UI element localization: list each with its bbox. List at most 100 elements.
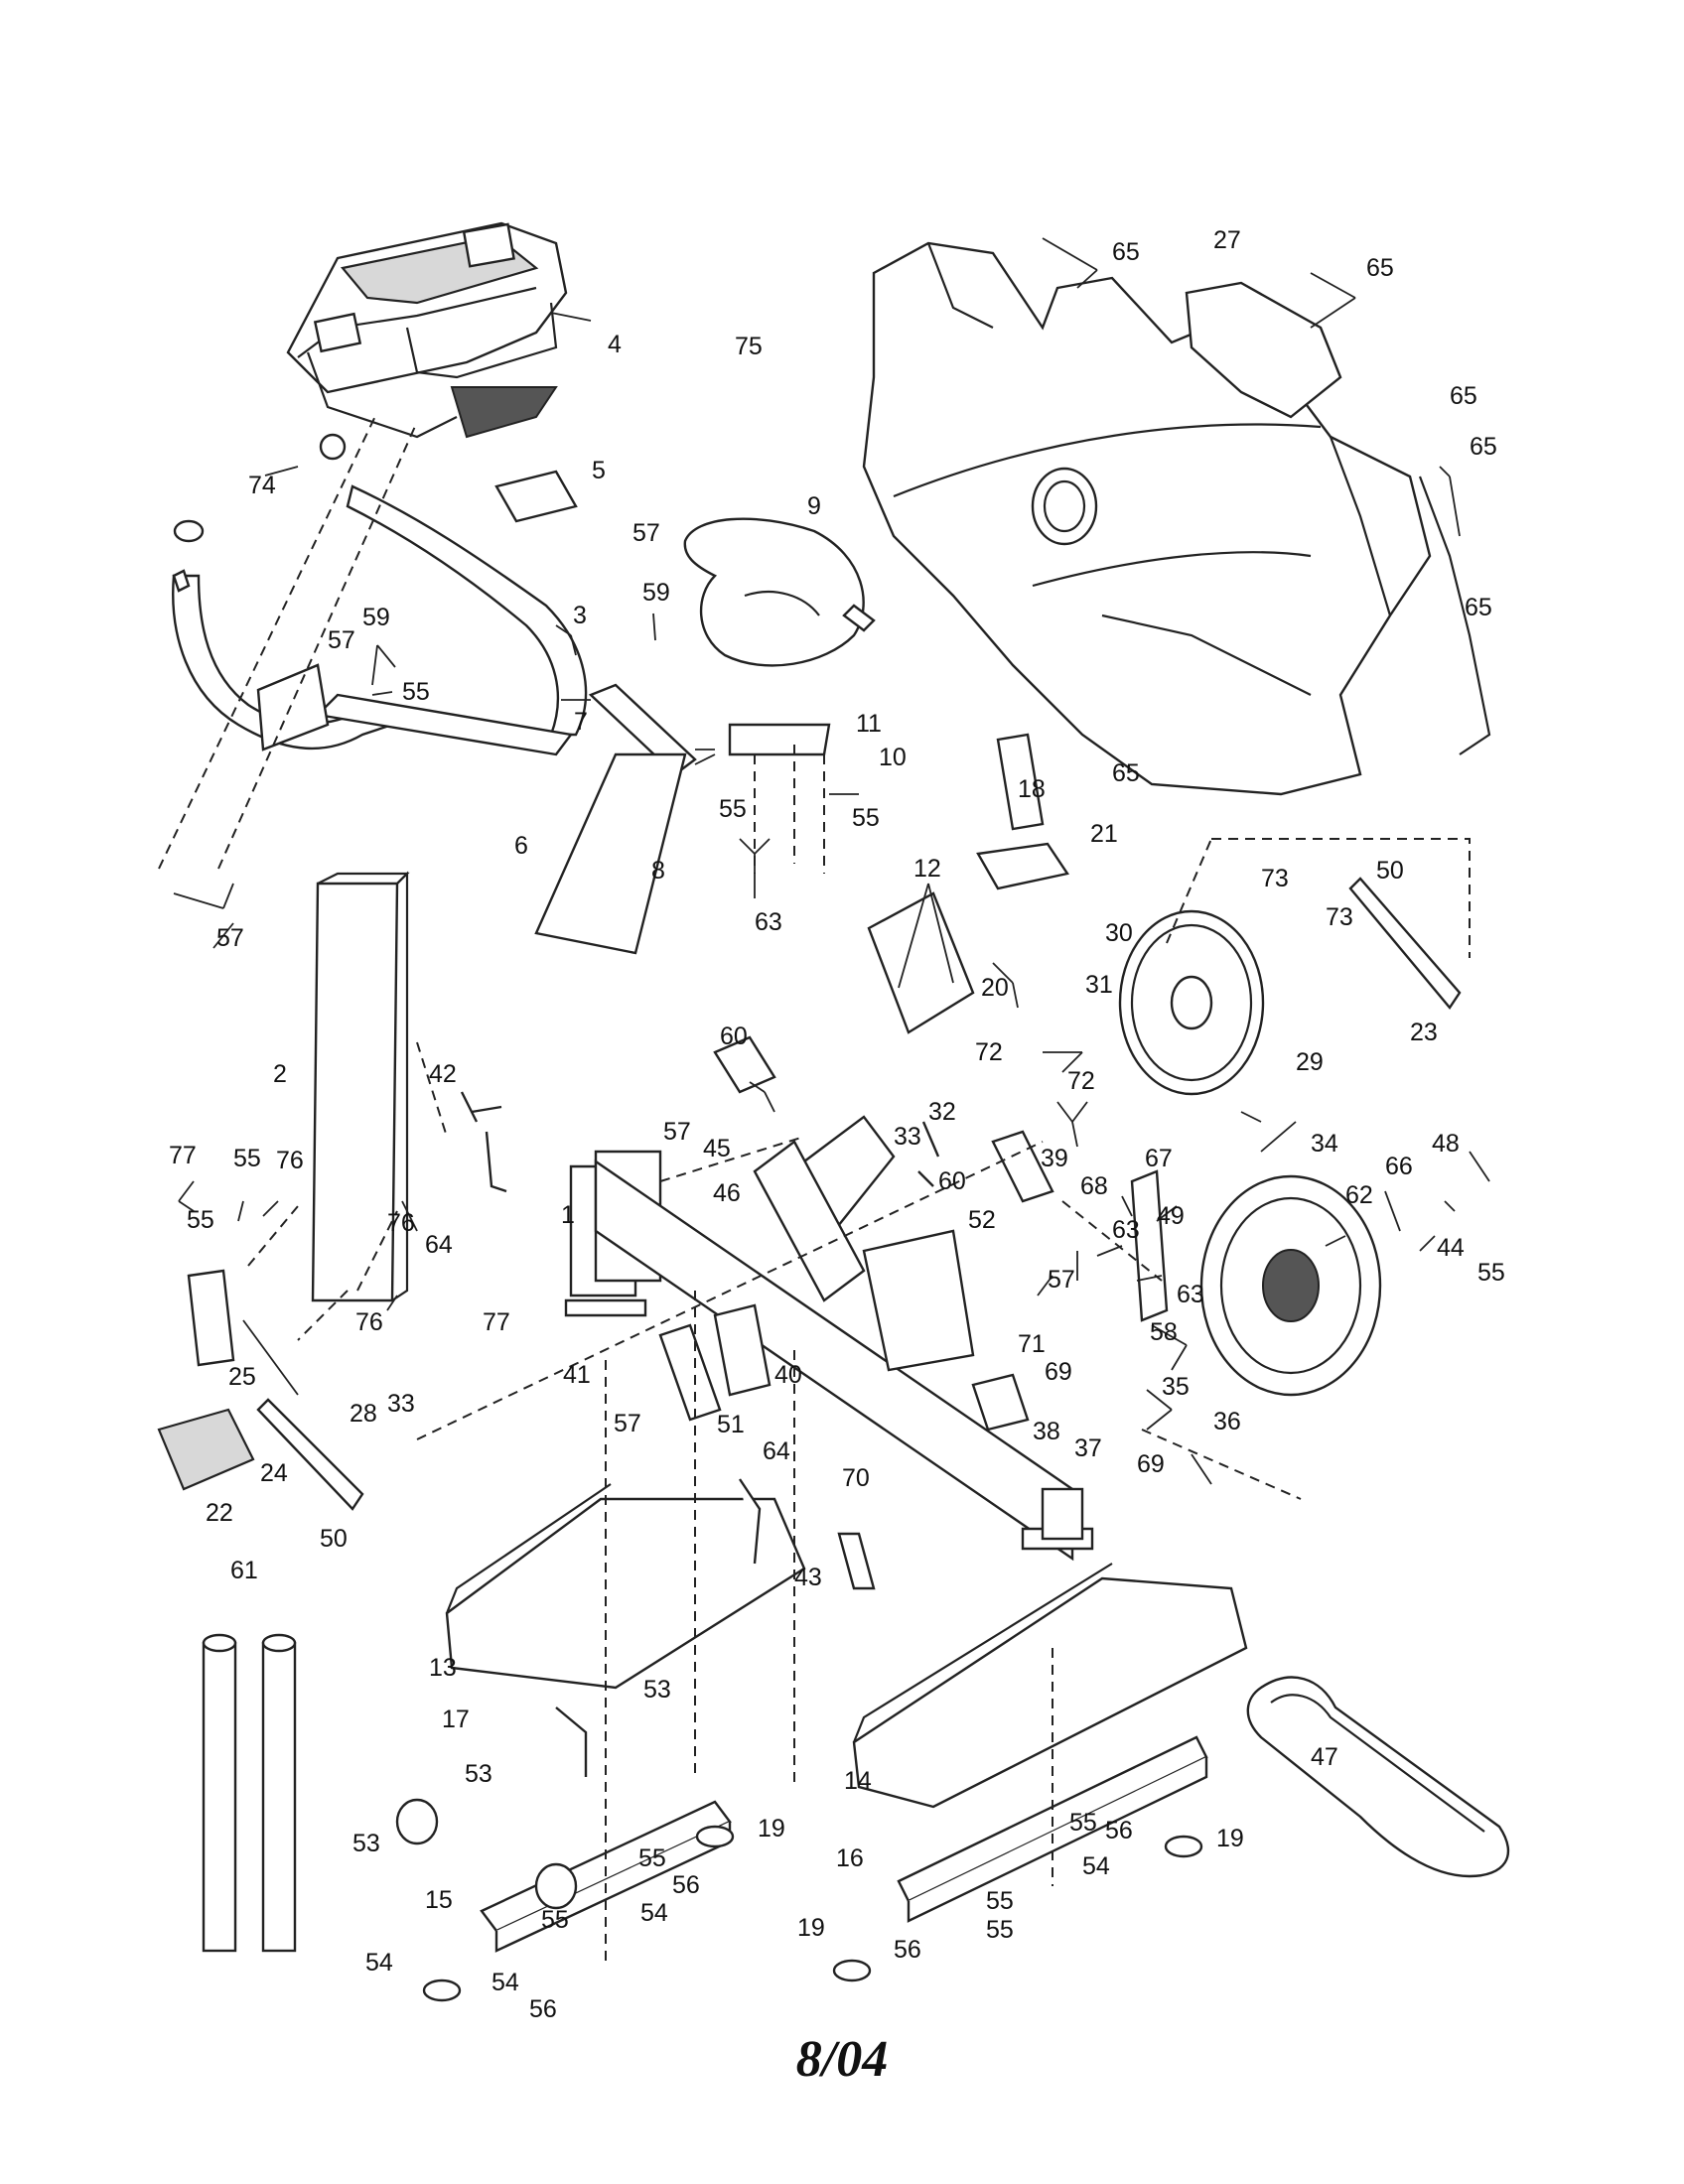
callout-label: 33: [387, 1390, 415, 1418]
callout-label: 56: [529, 1995, 557, 2023]
callout-label: 47: [1311, 1743, 1338, 1771]
callout-label: 55: [233, 1145, 261, 1172]
frame-part: [564, 1115, 1094, 1562]
callout-label: 54: [1082, 1852, 1110, 1880]
callout-label: 4: [608, 331, 622, 358]
callout-label: 1: [561, 1201, 575, 1229]
callout-label: 72: [1067, 1067, 1095, 1095]
callout-label: 37: [1074, 1434, 1102, 1462]
callout-label: 2: [273, 1060, 287, 1088]
callout-label: 34: [1311, 1130, 1338, 1158]
callout-label: 62: [1345, 1181, 1373, 1209]
callout-label: 65: [1470, 433, 1497, 461]
callout-label: 24: [260, 1459, 288, 1487]
drive-belt-part: [1246, 1676, 1510, 1878]
callout-label: 7: [574, 708, 588, 736]
callout-label: 51: [717, 1411, 745, 1438]
callout-label: 48: [1432, 1130, 1460, 1158]
callout-label: 19: [797, 1914, 825, 1942]
callout-label: 12: [913, 855, 941, 883]
side-shroud-parts: [862, 241, 1491, 796]
callout-label: 28: [350, 1400, 377, 1428]
callout-label: 53: [643, 1676, 671, 1704]
callout-label: 65: [1366, 254, 1394, 282]
callout-label: 13: [429, 1654, 457, 1682]
callout-label: 17: [442, 1706, 470, 1733]
callout-label: 52: [968, 1206, 996, 1234]
callout-label: 57: [663, 1118, 691, 1146]
callout-labels: 65 27 65 65 65 65 65 4 75 5 57 74 9 3 59…: [169, 226, 1505, 2023]
callout-label: 49: [1157, 1202, 1185, 1230]
callout-label: 73: [1326, 903, 1353, 931]
callout-label: 65: [1112, 759, 1140, 787]
callout-label: 74: [248, 472, 276, 499]
callout-label: 55: [986, 1887, 1014, 1915]
callout-label: 57: [614, 1410, 641, 1437]
callout-label: 66: [1385, 1153, 1413, 1180]
callout-label: 27: [1213, 226, 1241, 254]
callout-label: 55: [402, 678, 430, 706]
callout-label: 72: [975, 1038, 1003, 1066]
callout-label: 18: [1018, 775, 1046, 803]
callout-label: 36: [1213, 1408, 1241, 1435]
console-part: [286, 221, 568, 439]
callout-label: 44: [1437, 1234, 1465, 1262]
callout-label: 71: [1018, 1330, 1046, 1358]
callout-label: 41: [563, 1361, 591, 1389]
callout-label: 77: [169, 1142, 197, 1169]
callout-label: 43: [794, 1564, 822, 1591]
flywheel-and-pulley-parts: [1118, 909, 1382, 1397]
callout-label: 40: [774, 1361, 802, 1389]
callout-label: 54: [491, 1969, 519, 1996]
callout-label: 76: [276, 1147, 304, 1174]
callout-label: 38: [1033, 1418, 1060, 1445]
callout-label: 55: [1477, 1259, 1505, 1287]
callout-label: 8: [651, 857, 665, 885]
handle-tube-parts: [202, 1633, 297, 1953]
callout-label: 50: [1376, 857, 1404, 885]
callout-label: 64: [425, 1231, 453, 1259]
callout-label: 25: [228, 1363, 256, 1391]
callout-label: 65: [1450, 382, 1477, 410]
callout-label: 56: [1105, 1817, 1133, 1844]
callout-label: 58: [1150, 1318, 1178, 1346]
callout-label: 3: [573, 602, 587, 629]
callout-label: 15: [425, 1886, 453, 1914]
callout-label: 57: [632, 519, 660, 547]
seat-parts: [534, 517, 865, 955]
explosion-lines: [158, 411, 1471, 1966]
callout-label: 22: [206, 1499, 233, 1527]
callout-label: 53: [352, 1830, 380, 1857]
callout-label: 55: [1069, 1809, 1097, 1837]
callout-label: 31: [1085, 971, 1113, 999]
callout-label: 55: [541, 1906, 569, 1934]
callout-label: 11: [856, 710, 882, 738]
callout-label: 55: [638, 1844, 666, 1872]
callout-label: 39: [1041, 1145, 1068, 1172]
callout-label: 35: [1162, 1373, 1190, 1401]
hardware-parts: [173, 433, 1203, 2002]
revision-date: 8/04: [795, 2031, 889, 2088]
callout-label: 68: [1080, 1172, 1108, 1200]
callout-label: 65: [1465, 594, 1492, 621]
callout-label: 67: [1145, 1145, 1173, 1172]
callout-label: 23: [1410, 1019, 1438, 1046]
callout-label: 64: [763, 1437, 790, 1465]
callout-label: 55: [187, 1206, 214, 1234]
callout-label: 65: [1112, 238, 1140, 266]
callout-label: 20: [981, 974, 1009, 1002]
callout-label: 42: [429, 1060, 457, 1088]
callout-label: 77: [483, 1308, 510, 1336]
callout-label: 59: [362, 604, 390, 631]
callout-label: 5: [592, 457, 606, 484]
callout-label: 45: [703, 1135, 731, 1162]
callout-label: 56: [672, 1871, 700, 1899]
leader-lines: [173, 237, 1490, 1485]
callout-label: 61: [230, 1557, 258, 1584]
callout-label: 55: [852, 804, 880, 832]
callout-label: 57: [216, 924, 244, 952]
callout-label: 53: [465, 1760, 492, 1788]
callout-label: 63: [1177, 1281, 1204, 1308]
